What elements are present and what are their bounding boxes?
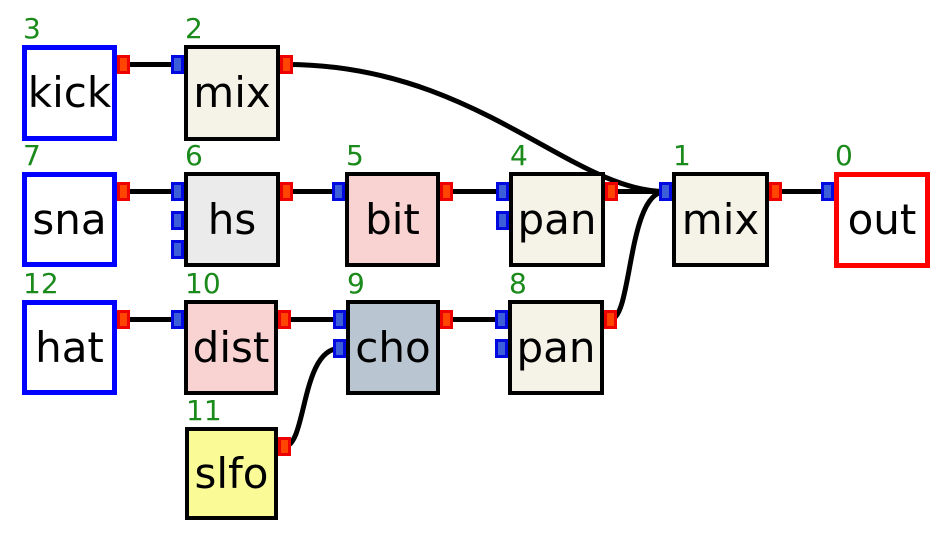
node-number: 8 [509,267,527,300]
input-port[interactable] [333,310,346,329]
node-number: 9 [347,267,365,300]
input-port[interactable] [171,55,184,74]
node-number: 5 [346,139,364,172]
node-cho[interactable]: 9 cho [333,270,453,395]
node-label: hs [207,194,257,244]
node-label: mix [193,68,271,117]
input-port[interactable] [495,310,508,329]
node-number: 1 [673,139,691,172]
node-number: 3 [23,12,41,45]
input-port[interactable] [495,339,508,358]
input-port[interactable] [332,182,345,201]
node-pan4[interactable]: 4 pan [496,142,618,267]
input-port[interactable] [496,182,509,201]
node-pan8[interactable]: 8 pan [495,270,617,395]
node-hat[interactable]: 12 hat [22,270,130,395]
node-number: 7 [23,139,41,172]
node-mix2[interactable]: 2 mix [171,15,293,141]
node-label: pan [517,194,597,244]
output-port[interactable] [605,182,618,201]
node-label: slfo [194,448,269,498]
output-port[interactable] [280,55,293,74]
output-port[interactable] [117,310,130,329]
node-label: pan [516,322,596,372]
output-port[interactable] [280,182,293,201]
output-port[interactable] [278,310,291,329]
output-port[interactable] [769,182,782,201]
node-slfo[interactable]: 11 slfo [185,397,291,520]
node-number: 12 [23,267,59,300]
input-port[interactable] [333,339,346,358]
node-mix1[interactable]: 1 mix [659,142,782,267]
input-port[interactable] [171,240,184,259]
input-port[interactable] [821,182,834,201]
node-dist[interactable]: 10 dist [171,270,291,395]
node-sna[interactable]: 7 sna [22,142,130,267]
patch-cable-mix2-to-mix1[interactable] [284,62,668,194]
node-label: mix [681,194,760,244]
node-label: bit [365,194,420,244]
node-label: out [847,195,917,244]
output-port[interactable] [117,182,130,201]
node-number: 6 [185,139,203,172]
output-port[interactable] [604,310,617,329]
output-port[interactable] [278,437,291,456]
node-number: 10 [185,267,221,300]
node-out[interactable]: 0 out [821,142,930,268]
node-number: 4 [510,139,528,172]
node-label: kick [27,68,112,117]
patch-cable-slfo-to-cho[interactable] [282,346,342,449]
node-number: 0 [835,139,853,172]
output-port[interactable] [440,182,453,201]
node-label: dist [192,322,270,372]
output-port[interactable] [440,310,453,329]
input-port[interactable] [659,182,672,201]
node-label: cho [355,322,431,372]
input-port[interactable] [171,211,184,230]
input-port[interactable] [171,310,184,329]
node-label: sna [32,194,107,244]
node-number: 2 [185,12,203,45]
output-port[interactable] [117,55,130,74]
input-port[interactable] [171,182,184,201]
node-label: hat [35,322,104,372]
node-number: 11 [186,394,222,427]
input-port[interactable] [496,211,509,230]
patch-cable-pan8-to-mix1[interactable] [608,189,668,322]
node-kick[interactable]: 3 kick [22,15,130,141]
